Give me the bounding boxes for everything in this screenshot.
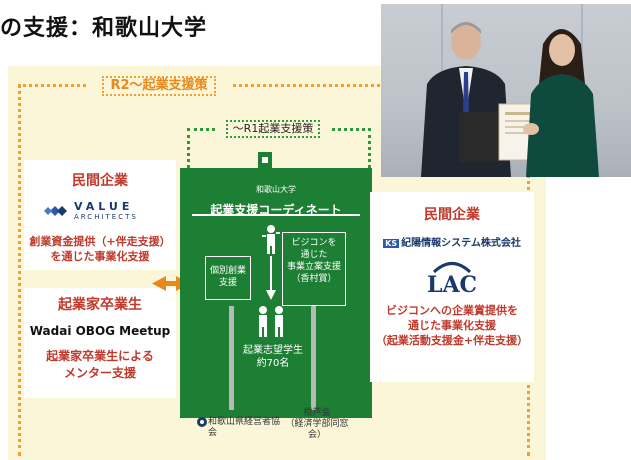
card-title: 民間企業 [424,207,480,223]
box-line-1: 個別創業 [209,266,246,276]
students-line-2: 約70名 [256,358,290,369]
card-title: 民間企業 [72,173,128,189]
box-line-3: 事業立案支援 [286,262,341,272]
logo-sub: ARCHITECTS [74,213,138,221]
arrow-left-head-icon [152,276,166,291]
logo-name: VALUE [74,200,134,213]
support-pillar-right [311,306,316,410]
box-line-2: 通じた [300,250,328,260]
box-line-2: 支援 [218,278,237,288]
box-line-1: ビジコンを [291,238,337,248]
wakayama-emblem-icon [197,417,207,427]
value-architects-logo: VALUE ARCHITECTS [44,200,154,224]
person-icon [262,225,280,254]
card-line-2: メンター支援 [63,366,136,380]
r2-label: R2～起業支援策 [88,75,230,97]
green-divider [192,214,360,216]
alumni-association: 柑芦会 （経済学部同窓会） [282,408,352,441]
r1-label: ～R1起業支援策 [215,118,331,140]
private-company-card-left: 民間企業 創業資金提供（+伴走支援） を通じた事業化支援 [24,160,176,270]
r1-label-text: ～R1起業支援策 [225,120,321,138]
card-line-1: 創業資金提供（+伴走支援） [29,235,171,248]
card-line-3: （起業活動支援金+伴走支援） [375,334,529,347]
employers-association: 和歌山県経営者協会 [208,417,281,438]
card-line-2: を通じた事業化支援 [50,250,150,263]
house-chimney [258,152,272,170]
alumni-card: 起業家卒業生 Wadai OBOG Meetup 起業家卒業生による メンター支… [24,288,176,398]
arrow-left-bar [160,281,182,286]
support-pillar-left [229,306,234,410]
r2-label-text: R2～起業支援策 [102,76,216,96]
students-icon [259,306,283,337]
students-line-1: 起業志望学生 [243,345,303,356]
arrow-down-icon [266,256,276,300]
individual-support-box: 個別創業 支援 [205,256,251,300]
box-line-4: （香村賞） [291,274,337,284]
bizcon-support-box: ビジコンを 通じた 事業立案支援 （香村賞） [282,232,346,306]
page-title: の支援：和歌山大学 [0,16,208,41]
value-diamond-icon [44,206,67,216]
ceremony-photo [381,4,631,177]
university-block: 和歌山大学 起業支援コーディネート [180,168,372,418]
lac-arc-icon [432,262,472,273]
students-label: 起業志望学生 約70名 [228,344,318,370]
card-title: 起業家卒業生 [58,297,142,313]
wadai-meetup: Wadai OBOG Meetup [29,324,171,338]
org-line-2: （経済学部同窓会） [285,419,349,440]
card-line-2: 通じた事業化支援 [408,319,496,332]
org-line-1: 柑芦会 [303,408,331,418]
lac-logo: LAC [426,272,478,298]
photo-people-illustration [421,22,599,177]
card-line-1: ビジコンへの企業賞提供を [386,304,518,317]
university-name: 和歌山大学 [256,185,296,194]
company-name: 紀陽情報システム株式会社 [401,238,521,249]
kiyo-logo-icon: KS [383,239,400,248]
card-line-1: 起業家卒業生による [46,349,154,363]
coordinate-title: 起業支援コーディネート [210,203,342,217]
